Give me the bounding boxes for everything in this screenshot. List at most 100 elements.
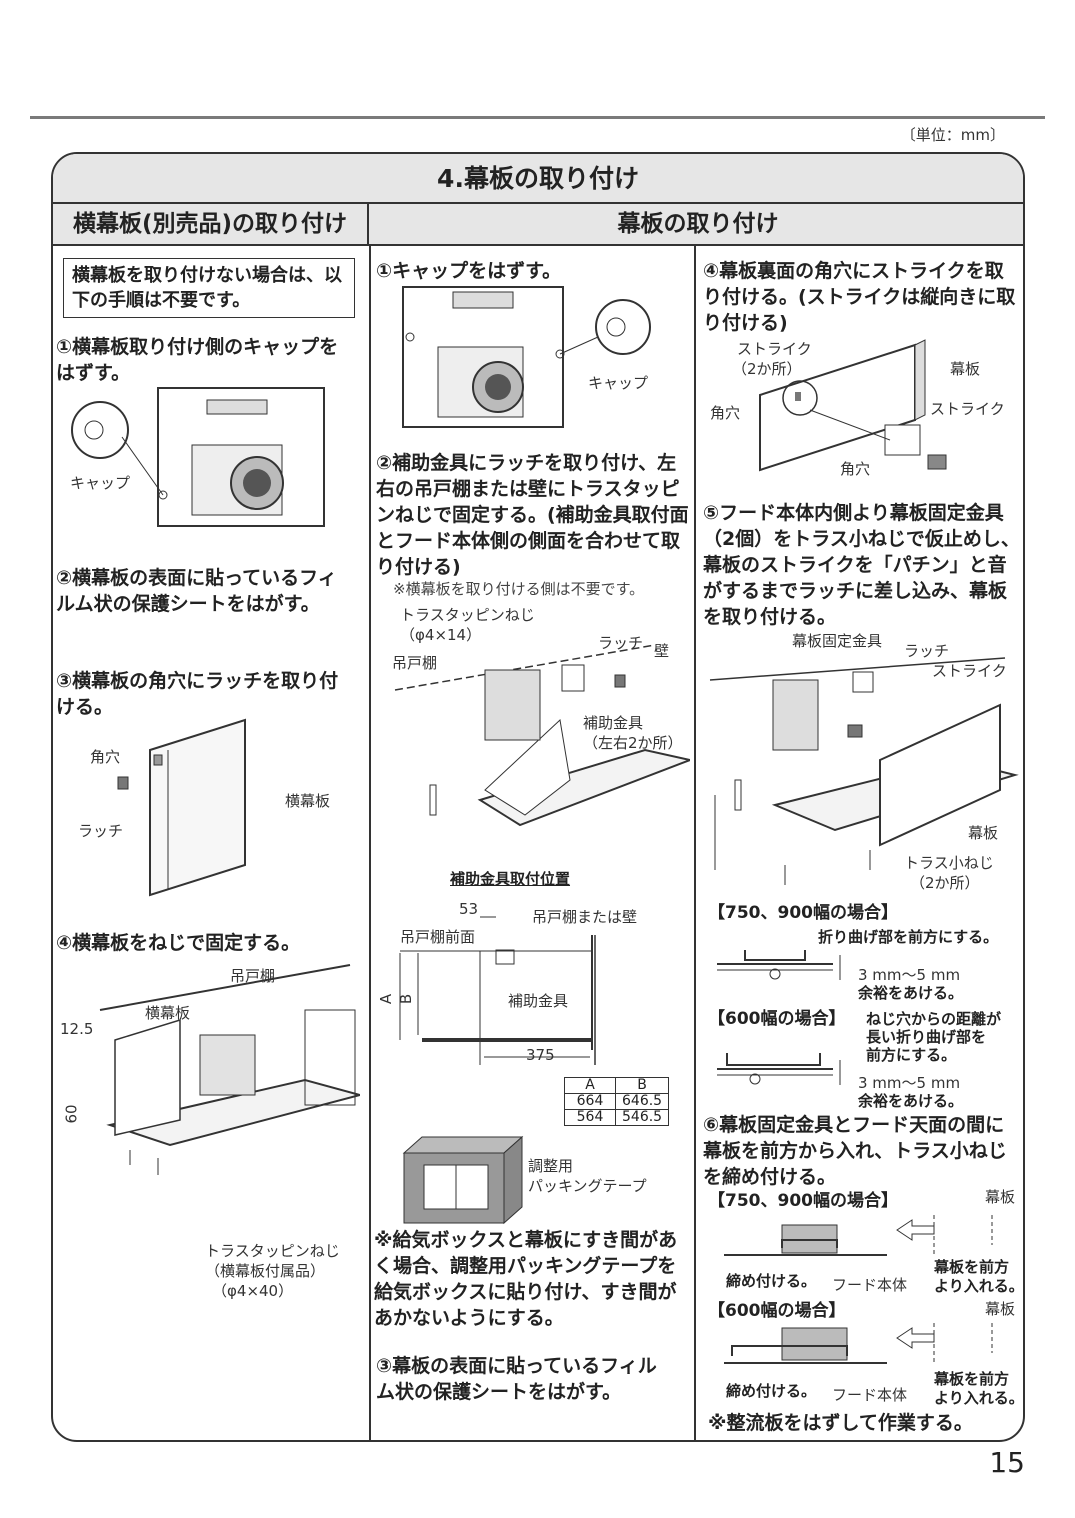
right-strike-label: ストライク (737, 340, 812, 358)
case-750b-title: 【750、900幅の場合】 (708, 1191, 898, 1211)
mid-note: ※横幕板を取り付ける側は不要です。 (393, 580, 645, 598)
mid-tsuritodana-label: 吊戸棚 (392, 654, 438, 672)
instruction-panel: 4.幕板の取り付け 横幕板(別売品)の取り付け 幕板の取り付け (51, 152, 1025, 1442)
mid-latch-label: ラッチ (598, 634, 644, 652)
mid-wall-or-label: 吊戸棚または壁 (532, 908, 638, 926)
left-cap-label: キャップ (70, 474, 131, 492)
unit-label: 〔単位：mm〕 (900, 126, 1005, 144)
mid-cap-figure (402, 286, 651, 428)
right-makuita2-label: 幕板 (968, 824, 999, 842)
margin-label-4: 余裕をあける。 (858, 1092, 964, 1110)
case-750-title: 【750、900幅の場合】 (708, 903, 898, 923)
left-step-4: ④横幕板をねじで固定する。 (56, 932, 301, 954)
dimension-table: A B 664 646.5 564 546.5 (564, 1077, 670, 1126)
table-row: 564 546.5 (564, 1109, 670, 1126)
strike-install-figure (759, 339, 947, 472)
left-tsuritodana-label: 吊戸棚 (230, 967, 276, 985)
mid-note-2: ※給気ボックスと幕板にすき間があく場合、調整用パッキングテープを給気ボックスに貼… (374, 1229, 678, 1329)
left-step-2: ②横幕板の表面に貼っているフィルム状の保護シートをはがす。 (56, 567, 337, 615)
column-divider-1 (369, 246, 371, 1440)
column-divider-2 (694, 246, 696, 1440)
mid-screw-label-1: トラスタッピンねじ (400, 606, 535, 624)
mid-hojo-label: 補助金具 (508, 992, 569, 1010)
bracket-install-figure (394, 644, 690, 827)
left-screw-label-2: （横幕板付属品） (205, 1262, 326, 1280)
hood2-label: フード本体 (832, 1386, 908, 1404)
mid-step-3: ③幕板の表面に貼っているフィルム状の保護シートをはがす。 (376, 1355, 657, 1403)
insert-label-3: 幕板を前方 (934, 1370, 1010, 1388)
tighten-label: 締め付ける。 (726, 1272, 817, 1290)
left-screw-label-3: （φ4×40） (212, 1282, 294, 1300)
table-header-cell: A (564, 1077, 616, 1094)
page-number: 15 (989, 1446, 1025, 1479)
table-cell: 546.5 (614, 1109, 670, 1126)
left-latch-label: ラッチ (78, 822, 124, 840)
right-truss-label-1: トラス小ねじ (904, 854, 994, 872)
insert-600-figure (724, 1323, 993, 1364)
insert-label-4: より入れる。 (934, 1389, 1024, 1407)
dim-60: 60 (62, 1104, 81, 1124)
right-makuita3-label: 幕板 (985, 1188, 1016, 1206)
right-step-6: ⑥幕板固定金具とフード天面の間に幕板を前方から入れ、トラス小ねじを締め付ける。 (703, 1114, 1007, 1188)
final-note: ※整流板をはずして作業する。 (708, 1412, 973, 1434)
tape-label-1: 調整用 (528, 1157, 574, 1175)
case-600-title: 【600幅の場合】 (708, 1009, 846, 1029)
table-cell: 646.5 (614, 1093, 670, 1110)
tighten2-label: 締め付ける。 (726, 1382, 817, 1400)
table-cell: 664 (564, 1093, 616, 1110)
table-row: 664 646.5 (564, 1093, 670, 1110)
case-600b-title: 【600幅の場合】 (708, 1301, 846, 1321)
left-column-header: 横幕板(別売品)の取り付け (53, 204, 369, 246)
mid-front-label: 吊戸棚前面 (400, 928, 476, 946)
right-step-4: ④幕板裏面の角穴にストライクを取り付ける。(ストライクは縦向きに取り付ける) (703, 260, 1016, 334)
mid-wall-label: 壁 (654, 642, 670, 660)
dim-12-5: 12.5 (60, 1020, 94, 1038)
left-step-3: ③横幕板の角穴にラッチを取り付ける。 (56, 670, 339, 718)
mid-cap-label: キャップ (588, 374, 649, 392)
mid-hojo-label-1: 補助金具 (583, 714, 644, 732)
right-latch-label: ラッチ (904, 642, 950, 660)
long-fold-label-1: ねじ穴からの距離が (866, 1010, 1002, 1028)
left-kakuana-label: 角穴 (90, 748, 121, 766)
right-strike2-label: ストライク (930, 400, 1005, 418)
right-truss-label-2: （2か所） (910, 874, 980, 892)
right-column-header: 幕板の取り付け (369, 204, 1023, 246)
left-yokomakuita2-label: 横幕板 (145, 1004, 191, 1022)
right-two-label: （2か所） (732, 360, 802, 378)
cap-removal-figure (71, 387, 325, 527)
mid-step-2: ②補助金具にラッチを取り付け、左右の吊戸棚または壁にトラスタッピンねじで固定する… (376, 452, 689, 578)
packing-tape-figure (402, 1135, 524, 1225)
right-step-5: ⑤フード本体内側より幕板固定金具（2個）をトラス小ねじで仮止めし、幕板のストライ… (703, 502, 1020, 628)
margin-label-1: 3 mm～5 mm (858, 966, 961, 984)
margin-label-2: 余裕をあける。 (858, 984, 964, 1002)
right-makuita4-label: 幕板 (985, 1300, 1016, 1318)
left-screw-label-1: トラスタッピンねじ (205, 1242, 340, 1260)
dim-A: A (377, 993, 396, 1005)
section-title: 4.幕板の取り付け (53, 154, 1023, 204)
long-fold-label-3: 前方にする。 (866, 1046, 957, 1064)
panel-mount-figure (709, 657, 1019, 885)
right-fix-label: 幕板固定金具 (792, 632, 883, 650)
fold-front-label: 折り曲げ部を前方にする。 (818, 928, 999, 946)
right-kakuana2-label: 角穴 (840, 460, 871, 478)
fold-750-figure (717, 950, 841, 980)
bracket-position-title: 補助金具取付位置 (450, 870, 571, 888)
right-makuita-label: 幕板 (950, 360, 981, 378)
fold-600-figure (717, 1053, 841, 1085)
margin-label-3: 3 mm～5 mm (858, 1074, 961, 1092)
mid-step-1: ①キャップをはずす。 (376, 260, 562, 282)
table-header-row: A B (564, 1077, 670, 1094)
mid-screw-label-2: （φ4×14） (400, 626, 482, 644)
long-fold-label-2: 長い折り曲げ部を (866, 1028, 987, 1046)
mid-hojo-label-2: （左右2か所） (583, 734, 683, 752)
table-cell: 564 (564, 1109, 616, 1126)
insert-label-2: より入れる。 (934, 1277, 1024, 1295)
dim-B: B (397, 993, 416, 1005)
insert-750-figure (724, 1215, 993, 1256)
right-kakuana-label: 角穴 (710, 404, 741, 422)
left-yokomakuita-label: 横幕板 (285, 792, 331, 810)
side-panel-screw-figure (99, 964, 360, 1175)
dim-375: 375 (526, 1046, 555, 1064)
tape-label-2: パッキングテープ (528, 1177, 647, 1195)
notice-box: 横幕板を取り付けない場合は、以下の手順は不要です。 (63, 258, 355, 318)
